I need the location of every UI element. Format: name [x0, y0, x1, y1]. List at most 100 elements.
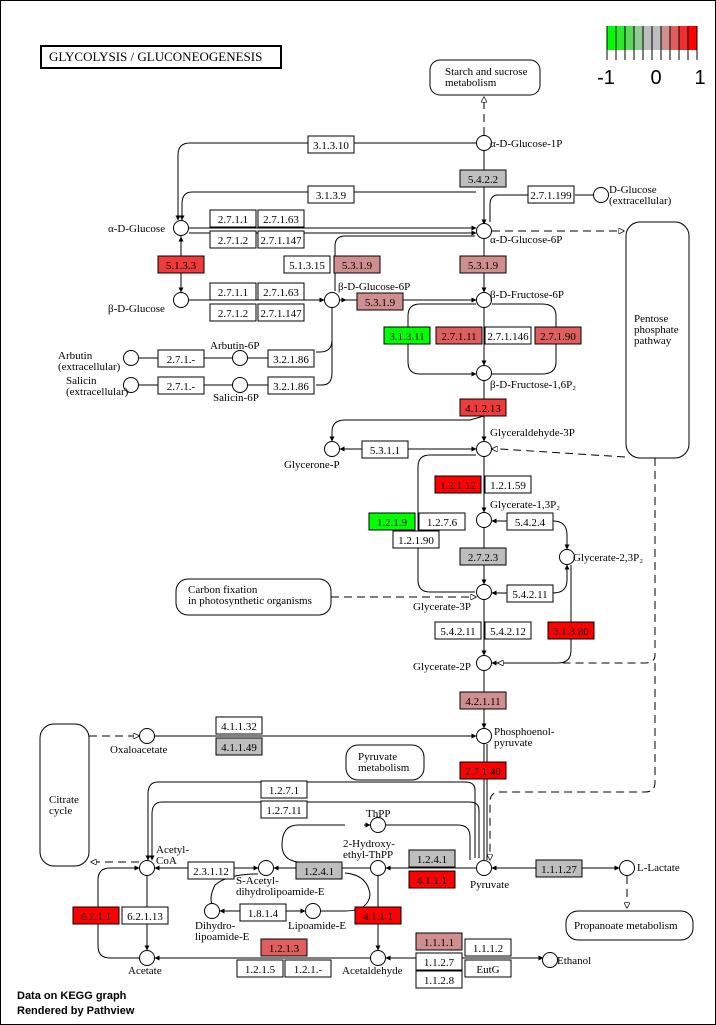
enzyme-box[interactable]: 3.1.3.80 [547, 621, 595, 640]
enzyme-box[interactable]: 2.7.1.2 [209, 230, 257, 249]
compound-acetaldehyde[interactable]: Acetaldehyde [342, 950, 403, 978]
enzyme-box[interactable]: 1.2.1.9 [368, 512, 416, 531]
enzyme-box[interactable]: 3.1.3.10 [307, 135, 355, 154]
enzyme-box[interactable]: 2.7.1.- [157, 376, 205, 395]
enzyme-box[interactable]: 6.2.1.1 [72, 906, 120, 925]
enzyme-box[interactable]: 2.7.1.1 [209, 209, 257, 228]
enzyme-box[interactable]: 5.3.1.9 [333, 255, 381, 274]
enzyme-box[interactable]: 2.7.1.147 [257, 303, 305, 322]
enzyme-box[interactable]: 2.7.1.90 [534, 326, 582, 345]
enzyme-box[interactable]: 5.3.1.9 [459, 255, 507, 274]
compound-b-fru-16p2[interactable]: β-D-Fructose-1,6P₂ [476, 365, 577, 392]
compound-d-glc-ext[interactable]: D-Glucose(extracellular) [593, 184, 672, 207]
enzyme-box[interactable]: 4.1.1.1 [354, 906, 402, 925]
compound-gap[interactable]: Glyceraldehyde-3P [476, 427, 575, 457]
compound-label: α-D-Glucose [108, 223, 165, 235]
enzyme-box[interactable]: 2.7.1.147 [257, 230, 305, 249]
compound-glycerone-p[interactable]: Glycerone-P [284, 441, 340, 472]
compound-lipoamide[interactable]: Lipoamide-E [288, 903, 346, 933]
enzyme-box[interactable]: 5.4.2.2 [459, 169, 507, 188]
compound-ethanol[interactable]: Ethanol [542, 952, 592, 968]
enzyme-box[interactable]: 1.8.1.4 [239, 903, 287, 922]
pathway-map-propanoate[interactable]: Propanoate metabolism [565, 910, 694, 941]
compound-pep[interactable]: Phosphoenol-pyruvate [476, 726, 555, 749]
enzyme-box[interactable]: 1.1.1.27 [535, 859, 583, 878]
enzyme-box[interactable]: 5.4.2.4 [506, 512, 554, 531]
enzyme-box[interactable]: 2.3.1.12 [187, 861, 235, 880]
enzyme-box[interactable]: 5.4.2.11 [506, 584, 554, 603]
enzyme-box[interactable]: 1.2.7.1 [260, 780, 308, 799]
compound-dihydrolipo[interactable]: Dihydro-lipoamide-E [195, 903, 250, 944]
enzyme-box[interactable]: 1.2.1.90 [392, 530, 440, 549]
enzyme-box[interactable]: 3.2.1.86 [267, 349, 315, 368]
compound-b-fru-6p[interactable]: β-D-Fructose-6P [476, 289, 565, 308]
compound-pyruvate-c[interactable]: Pyruvate [470, 860, 509, 892]
enzyme-box[interactable]: EutG [464, 959, 512, 978]
enzyme-box[interactable]: 2.7.1.- [157, 349, 205, 368]
compound-acetate[interactable]: Acetate [128, 950, 162, 978]
enzyme-box[interactable]: 1.2.1.3 [260, 938, 308, 957]
enzyme-box[interactable]: 2.7.2.3 [459, 547, 507, 566]
enzyme-box[interactable]: 2.7.1.11 [435, 326, 483, 345]
compound-s-acetyl[interactable]: S-Acetyl-dihydrolipoamide-E [236, 860, 325, 899]
enzyme-box[interactable]: 1.2.1.- [284, 959, 332, 978]
compound-a-glc-1p[interactable]: α-D-Glucose-1P [476, 135, 563, 151]
enzyme-box[interactable]: 5.3.1.1 [361, 440, 409, 459]
compound-l-lactate[interactable]: L-Lactate [619, 860, 680, 876]
enzyme-box[interactable]: 6.2.1.13 [121, 906, 169, 925]
enzyme-box[interactable]: 5.4.2.12 [484, 621, 532, 640]
enzyme-box[interactable]: 1.2.7.6 [418, 512, 466, 531]
reaction-line [147, 781, 476, 860]
compound-g23p2[interactable]: Glycerate-2,3P₂ [559, 549, 644, 565]
compound-acetyl-coa[interactable]: Acetyl-CoA [139, 844, 190, 876]
enzyme-box[interactable]: 2.7.1.146 [484, 326, 532, 345]
compound-thpp[interactable]: ThPP [366, 808, 390, 833]
enzyme-box[interactable]: 2.7.1.40 [459, 761, 507, 780]
enzyme-box[interactable]: 2.7.1.1 [209, 282, 257, 301]
enzyme-box[interactable]: 5.3.1.9 [356, 292, 404, 311]
enzyme-box[interactable]: 1.1.1.1 [415, 932, 463, 951]
enzyme-box[interactable]: 1.1.1.2 [464, 938, 512, 957]
compound-oxaloacetate[interactable]: Oxaloacetate [110, 728, 168, 757]
compound-g2p[interactable]: Glycerate-2P [413, 655, 492, 674]
enzyme-box[interactable]: 2.7.1.2 [209, 303, 257, 322]
enzyme-box[interactable]: 2.7.1.63 [257, 282, 305, 301]
compound-hethpp[interactable]: 2-Hydroxy-ethyl-ThPP [343, 838, 395, 876]
enzyme-box[interactable]: 5.1.3.15 [283, 255, 331, 274]
enzyme-box[interactable]: 1.2.1.5 [236, 959, 284, 978]
compound-b-glc-6p[interactable]: β-D-Glucose-6P [324, 281, 411, 308]
enzyme-box[interactable]: 4.2.1.11 [459, 691, 507, 710]
compound-g3p[interactable]: Glycerate-3P [413, 584, 492, 614]
enzyme-box[interactable]: 5.1.3.3 [157, 255, 205, 274]
enzyme-box[interactable]: 1.2.1.12 [434, 475, 482, 494]
enzyme-box[interactable]: 1.1.2.8 [415, 970, 463, 989]
compound-arbutin-6p[interactable]: Arbutin-6P [210, 340, 260, 366]
enzyme-box[interactable]: 1.2.7.11 [260, 800, 308, 819]
enzyme-box[interactable]: 3.1.3.9 [307, 185, 355, 204]
compound-salicin[interactable]: Salicin(extracellular) [66, 375, 139, 398]
enzyme-box[interactable]: 1.2.4.1 [408, 849, 456, 868]
enzyme-box[interactable]: 4.1.1.49 [215, 737, 263, 756]
enzyme-box[interactable]: 5.4.2.11 [434, 621, 482, 640]
enzyme-box[interactable]: 4.1.1.1 [408, 870, 456, 889]
compound-salicin-6p[interactable]: Salicin-6P [213, 377, 259, 405]
compound-a-glc[interactable]: α-D-Glucose [108, 220, 189, 236]
enzyme-box[interactable]: 4.1.1.32 [215, 716, 263, 735]
enzyme-box[interactable]: 3.2.1.86 [267, 376, 315, 395]
enzyme-box[interactable]: 1.2.4.1 [295, 861, 343, 880]
compound-a-glc-6p[interactable]: α-D-Glucose-6P [476, 223, 563, 247]
compound-arbutin[interactable]: Arbutin(extracellular) [58, 350, 139, 373]
enzyme-box[interactable]: 1.1.2.7 [415, 952, 463, 971]
enzyme-box[interactable]: 1.2.1.59 [484, 475, 532, 494]
compound-b-glc[interactable]: β-D-Glucose [108, 292, 189, 316]
enzyme-box[interactable]: 4.1.2.13 [459, 398, 507, 417]
enzyme-box[interactable]: 2.7.1.63 [257, 209, 305, 228]
compound-g13p2[interactable]: Glycerate-1,3P₂ [476, 499, 561, 528]
enzyme-box[interactable]: 2.7.1.199 [527, 185, 575, 204]
enzyme-box[interactable]: 3.1.3.11 [383, 326, 431, 345]
